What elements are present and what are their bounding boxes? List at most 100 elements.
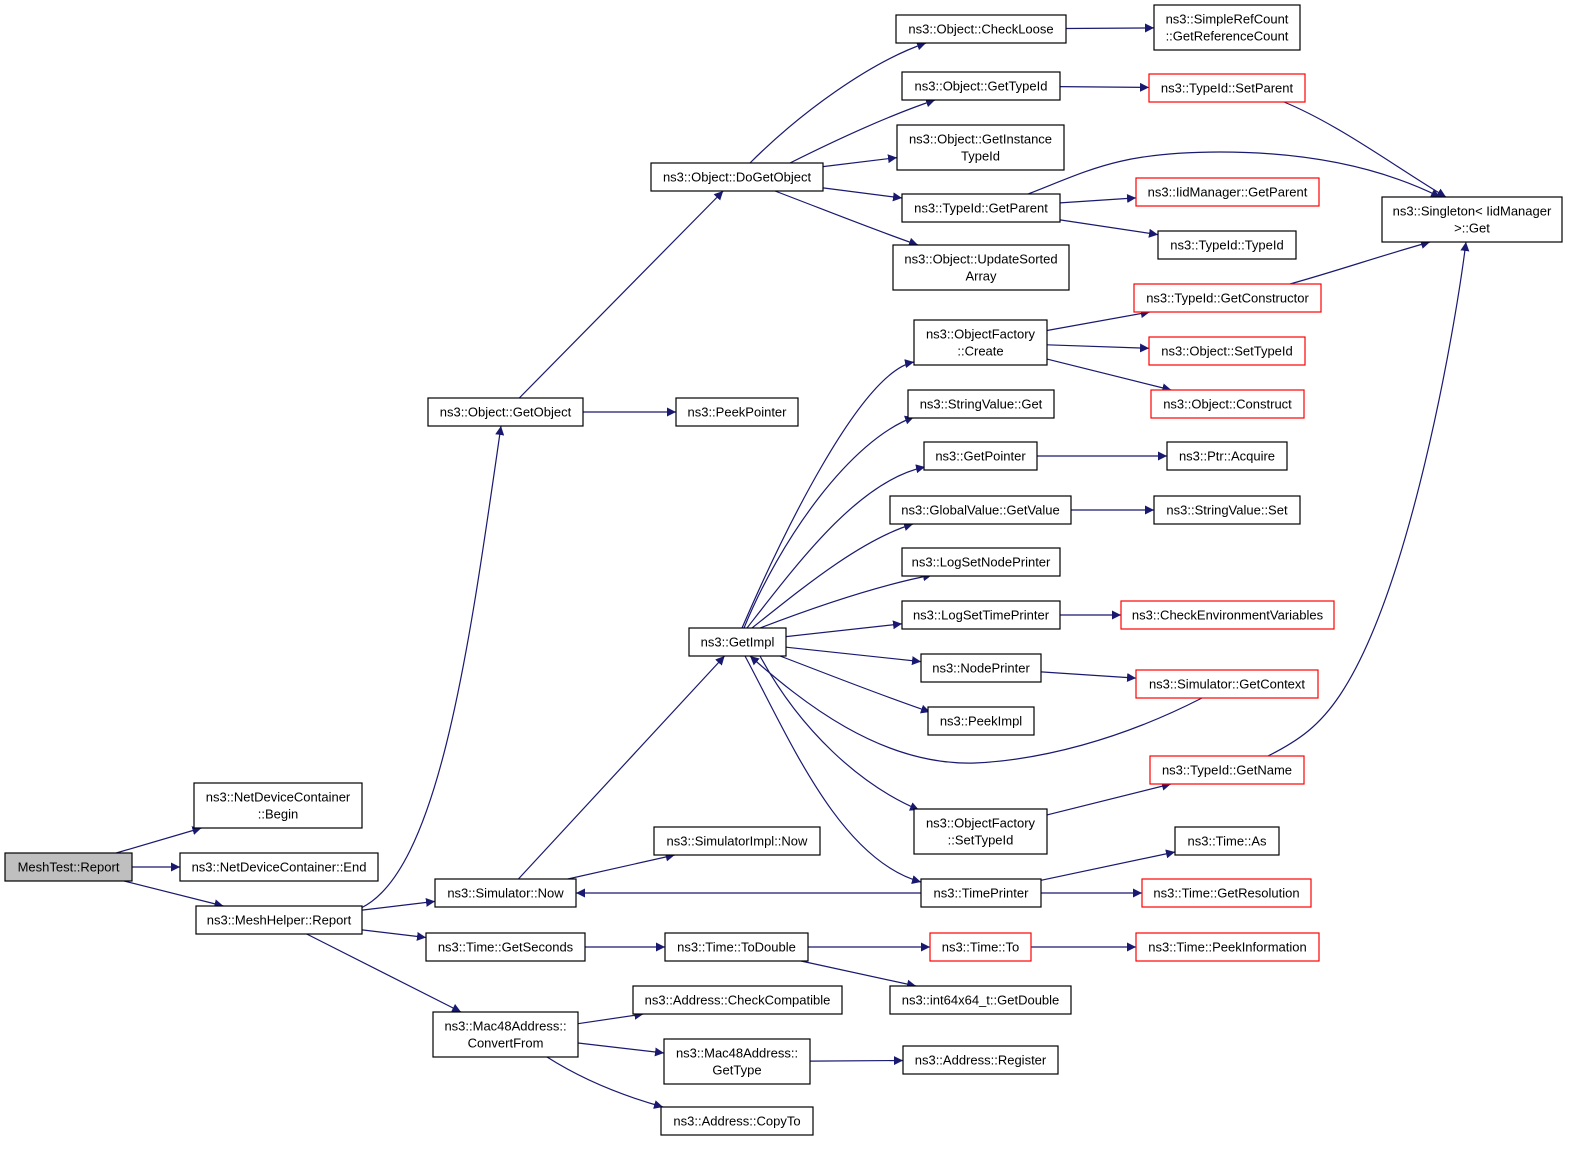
node-object_construct[interactable]: ns3::Object::Construct	[1150, 389, 1305, 419]
node-typeid_getconstructor[interactable]: ns3::TypeId::GetConstructor	[1133, 283, 1322, 313]
node-typeid_getname[interactable]: ns3::TypeId::GetName	[1149, 755, 1305, 785]
node-simplerefcount_getreferencecount[interactable]: ns3::SimpleRefCount::GetReferenceCount	[1153, 4, 1301, 51]
node-label: TypeId	[961, 149, 1000, 164]
node-meshtest_report[interactable]: MeshTest::Report	[4, 852, 133, 882]
nodes-layer: MeshTest::Report ns3::NetDeviceContainer:…	[4, 4, 1563, 1136]
edge-getimpl-to-objectfactory_create	[741, 359, 915, 629]
node-box	[1153, 495, 1301, 525]
node-box	[895, 14, 1067, 44]
node-ptr_acquire[interactable]: ns3::Ptr::Acquire	[1166, 441, 1288, 471]
node-logsettimeprinter[interactable]: ns3::LogSetTimePrinter	[901, 600, 1061, 630]
node-box	[907, 389, 1055, 419]
node-stringvalue_set[interactable]: ns3::StringValue::Set	[1153, 495, 1301, 525]
node-label: ns3::GetImpl	[701, 635, 775, 650]
node-object_dogetobject[interactable]: ns3::Object::DoGetObject	[650, 162, 824, 192]
edge-object_dogetobject-to-typeid_getparent	[822, 187, 903, 202]
node-peekimpl[interactable]: ns3::PeekImpl	[927, 706, 1035, 736]
node-box	[425, 932, 586, 962]
node-box	[632, 985, 843, 1015]
node-box	[653, 826, 821, 856]
node-label: ns3::Time::PeekInformation	[1148, 940, 1306, 955]
node-label: ns3::Ptr::Acquire	[1179, 449, 1275, 464]
node-objectfactory_settypeid[interactable]: ns3::ObjectFactory::SetTypeId	[913, 808, 1048, 855]
node-ndc_end[interactable]: ns3::NetDeviceContainer::End	[179, 852, 379, 882]
node-objectfactory_create[interactable]: ns3::ObjectFactory::Create	[913, 319, 1048, 366]
node-address_copyto[interactable]: ns3::Address::CopyTo	[660, 1106, 814, 1136]
edge-meshhelper_report-to-simulator_now	[361, 897, 436, 911]
edge-getimpl-to-logsettimeprinter	[785, 620, 903, 638]
node-peekpointer[interactable]: ns3::PeekPointer	[675, 397, 799, 427]
node-stringvalue_get[interactable]: ns3::StringValue::Get	[907, 389, 1055, 419]
node-box	[1150, 389, 1305, 419]
node-box	[1166, 441, 1288, 471]
edge-object_getobject-to-object_dogetobject	[518, 190, 724, 399]
node-mac48_gettype[interactable]: ns3::Mac48Address::GetType	[663, 1038, 811, 1085]
node-simulatorimpl_now[interactable]: ns3::SimulatorImpl::Now	[653, 826, 821, 856]
node-typeid_setparent[interactable]: ns3::TypeId::SetParent	[1148, 73, 1306, 103]
node-label: ns3::IidManager::GetParent	[1148, 185, 1308, 200]
edge-meshtest_report-to-ndc_begin	[116, 826, 202, 854]
node-box	[1135, 177, 1320, 207]
node-meshhelper_report[interactable]: ns3::MeshHelper::Report	[195, 905, 363, 935]
node-simulator_now[interactable]: ns3::Simulator::Now	[434, 878, 577, 908]
node-box	[195, 905, 363, 935]
edge-nodeprinter-to-simulator_getcontext	[1040, 671, 1137, 683]
node-label: ns3::TypeId::SetParent	[1161, 81, 1294, 96]
node-singleton_get[interactable]: ns3::Singleton< IidManager>::Get	[1381, 196, 1563, 243]
edge-typeid_getparent-to-iidmanager_getparent	[1059, 194, 1137, 204]
node-label: ns3::TypeId::TypeId	[1170, 238, 1283, 253]
node-mac48_convertfrom[interactable]: ns3::Mac48Address::ConvertFrom	[432, 1011, 579, 1058]
node-label: ns3::Simulator::Now	[447, 886, 564, 901]
node-box	[927, 706, 1035, 736]
node-box	[1135, 932, 1320, 962]
node-checkenvironmentvariables[interactable]: ns3::CheckEnvironmentVariables	[1120, 600, 1335, 630]
node-getimpl[interactable]: ns3::GetImpl	[688, 627, 787, 657]
node-label: ns3::Object::GetInstance	[909, 132, 1052, 147]
edge-getimpl-to-peekimpl	[779, 655, 931, 714]
node-label: ns3::Simulator::GetContext	[1149, 677, 1305, 692]
node-time_getresolution[interactable]: ns3::Time::GetResolution	[1141, 878, 1312, 908]
node-time_as[interactable]: ns3::Time::As	[1174, 826, 1280, 856]
node-label: ns3::Time::GetResolution	[1153, 886, 1299, 901]
node-iidmanager_getparent[interactable]: ns3::IidManager::GetParent	[1135, 177, 1320, 207]
node-getpointer[interactable]: ns3::GetPointer	[923, 441, 1038, 471]
node-time_peekinformation[interactable]: ns3::Time::PeekInformation	[1135, 932, 1320, 962]
node-address_checkcompatible[interactable]: ns3::Address::CheckCompatible	[632, 985, 843, 1015]
node-label: ns3::GlobalValue::GetValue	[901, 503, 1060, 518]
node-object_settypeid[interactable]: ns3::Object::SetTypeId	[1148, 336, 1306, 366]
node-box	[1148, 336, 1306, 366]
edge-typeid_getname-to-singleton_get	[1267, 241, 1470, 757]
node-ndc_begin[interactable]: ns3::NetDeviceContainer::Begin	[193, 782, 363, 829]
node-box	[902, 1045, 1059, 1075]
node-object_checkloose[interactable]: ns3::Object::CheckLoose	[895, 14, 1067, 44]
node-box	[427, 397, 584, 427]
node-timeprinter[interactable]: ns3::TimePrinter	[920, 878, 1042, 908]
node-nodeprinter[interactable]: ns3::NodePrinter	[920, 653, 1042, 683]
node-object_gettypeid[interactable]: ns3::Object::GetTypeId	[901, 71, 1061, 101]
node-time_todouble[interactable]: ns3::Time::ToDouble	[664, 932, 809, 962]
node-logsetnodeprinter[interactable]: ns3::LogSetNodePrinter	[901, 547, 1061, 577]
edge-object_checkloose-to-simplerefcount_getreferencecount	[1065, 23, 1155, 33]
node-globalvalue_getvalue[interactable]: ns3::GlobalValue::GetValue	[889, 495, 1072, 525]
edge-getimpl-to-logsetnodeprinter	[759, 572, 933, 629]
node-simulator_getcontext[interactable]: ns3::Simulator::GetContext	[1135, 669, 1319, 699]
edge-mac48_convertfrom-to-address_copyto	[546, 1056, 664, 1109]
node-typeid_typeid[interactable]: ns3::TypeId::TypeId	[1157, 230, 1297, 260]
node-time_getseconds[interactable]: ns3::Time::GetSeconds	[425, 932, 586, 962]
node-box	[1120, 600, 1335, 630]
node-box	[923, 441, 1038, 471]
node-object_getobject[interactable]: ns3::Object::GetObject	[427, 397, 584, 427]
node-int64x64_getdouble[interactable]: ns3::int64x64_t::GetDouble	[889, 985, 1072, 1015]
node-box	[1381, 196, 1563, 243]
node-box	[1157, 230, 1297, 260]
edge-meshtest_report-to-meshhelper_report	[123, 880, 224, 909]
node-label: GetType	[712, 1063, 761, 1078]
node-time_to[interactable]: ns3::Time::To	[929, 932, 1032, 962]
node-typeid_getparent[interactable]: ns3::TypeId::GetParent	[901, 193, 1061, 223]
node-box	[913, 808, 1048, 855]
node-address_register[interactable]: ns3::Address::Register	[902, 1045, 1059, 1075]
node-box	[1148, 73, 1306, 103]
edge-typeid_setparent-to-singleton_get	[1283, 101, 1447, 198]
